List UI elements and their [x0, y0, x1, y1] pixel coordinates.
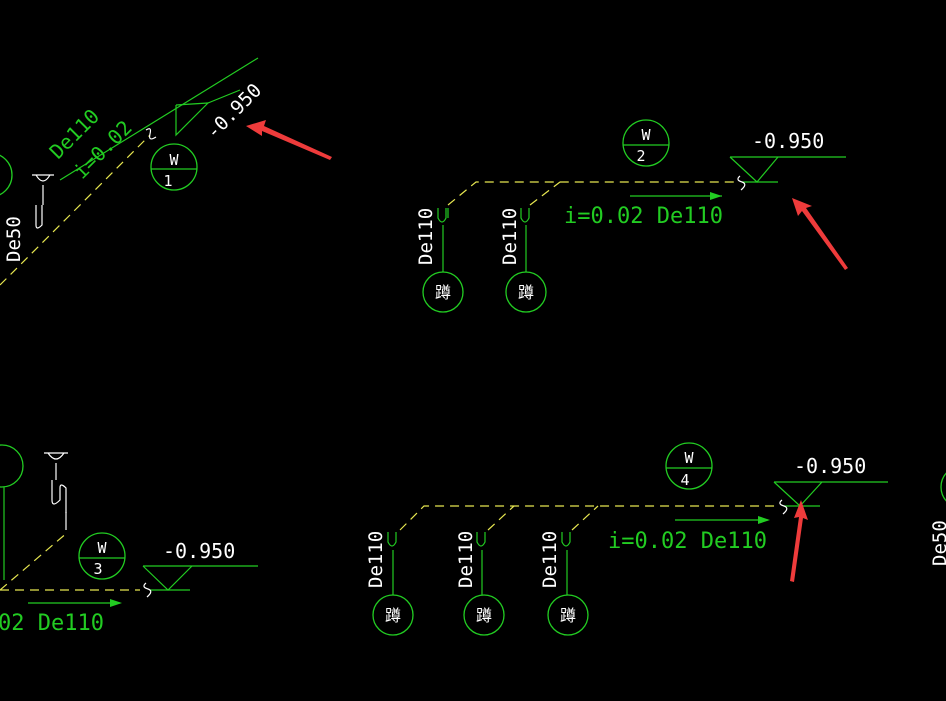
w2-fixture-1: De110 蹲: [415, 208, 464, 313]
w4-tag-circle: [665, 442, 713, 490]
w3-edge-circle: [0, 444, 24, 488]
w4-dashed-pipe: [399, 505, 778, 531]
annotation-arrow-1: [246, 120, 332, 160]
pipe-group-w4: W 4 -0.950 i=0.02 De110 De110 蹲 De110 蹲: [365, 442, 888, 636]
w3-break-symbol: [143, 582, 152, 598]
annotation-arrow-2: [792, 198, 848, 270]
w4-break-symbol: [779, 499, 788, 515]
w2-fixture-2: De110 蹲: [499, 208, 547, 313]
right-edge-group: De50: [929, 472, 946, 566]
w4-fixture-1: De110 蹲: [365, 531, 414, 636]
w4-fixture-3-circle: [547, 594, 589, 636]
w4-fixture-1-symbol: 蹲: [385, 606, 401, 625]
w3-tag-letter: W: [97, 539, 107, 557]
w1-edge-circle: [0, 154, 13, 196]
w2-dashed-pipe: [447, 181, 738, 206]
w3-floor-drain: [44, 452, 68, 460]
w2-fixture-2-circle: [505, 271, 547, 313]
w2-slope-label: i=0.02 De110: [564, 204, 723, 229]
w4-fixture-2-circle: [463, 594, 505, 636]
right-edge-circle: [940, 472, 946, 502]
w1-elevation: -0.950: [202, 79, 266, 143]
w3-elevation-marker: [142, 565, 193, 591]
w1-elevation-marker: [175, 102, 210, 137]
w2-elevation-marker: [729, 156, 779, 183]
w4-tag-letter: W: [684, 449, 694, 467]
w3-slope-label: 02 De110: [0, 611, 104, 636]
w4-slope-label: i=0.02 De110: [608, 529, 767, 554]
w4-elevation: -0.950: [794, 454, 866, 478]
w2-fixture-1-size: De110: [415, 208, 437, 265]
w4-fixture-3-size: De110: [539, 531, 561, 588]
w4-fixture-2: De110 蹲: [455, 531, 505, 636]
w1-break-symbol: [145, 128, 157, 140]
w4-fixture-3: De110 蹲: [539, 531, 589, 636]
w1-branch-size: De50: [3, 216, 25, 262]
w2-fixture-2-symbol: 蹲: [518, 283, 534, 302]
pipe-group-w1: De110 i=0.02 -0.950 W 1 De50: [0, 57, 266, 286]
w1-floor-drain: [32, 174, 54, 182]
w3-elevation: -0.950: [163, 539, 235, 563]
w1-tag-number: 1: [163, 172, 172, 190]
w4-tag-number: 4: [680, 471, 689, 489]
w2-elevation: -0.950: [752, 129, 824, 153]
w3-tag-number: 3: [93, 560, 102, 578]
w1-pipe-line: [59, 57, 259, 181]
w4-elevation-marker: [773, 481, 823, 507]
w3-tag-circle: [78, 532, 126, 580]
w1-tag-letter: W: [169, 151, 179, 169]
w2-tag-number: 2: [636, 147, 645, 165]
w1-tag-circle: [150, 143, 198, 191]
annotation-arrow-3: [790, 500, 808, 582]
w3-dashed-pipe: [0, 531, 69, 591]
w2-tag-circle: [622, 119, 670, 167]
w4-fixture-1-circle: [372, 594, 414, 636]
w2-fixture-2-size: De110: [499, 208, 521, 265]
w4-fixture-3-symbol: 蹲: [560, 606, 576, 625]
w1-dashed-pipe: [0, 134, 151, 286]
w2-break-symbol: [737, 175, 746, 191]
pipe-group-w2: W 2 -0.950 i=0.02 De110 De110 蹲 De110: [415, 119, 846, 313]
w2-fixture-1-circle: [422, 271, 464, 313]
right-edge-size: De50: [929, 520, 946, 566]
w2-tag-letter: W: [641, 126, 651, 144]
w4-fixture-2-symbol: 蹲: [476, 606, 492, 625]
w2-fixture-1-symbol: 蹲: [435, 283, 451, 302]
w4-fixture-2-size: De110: [455, 531, 477, 588]
w4-fixture-1-size: De110: [365, 531, 387, 588]
pipe-group-w3: W 3 -0.950 02 De110: [0, 444, 258, 636]
